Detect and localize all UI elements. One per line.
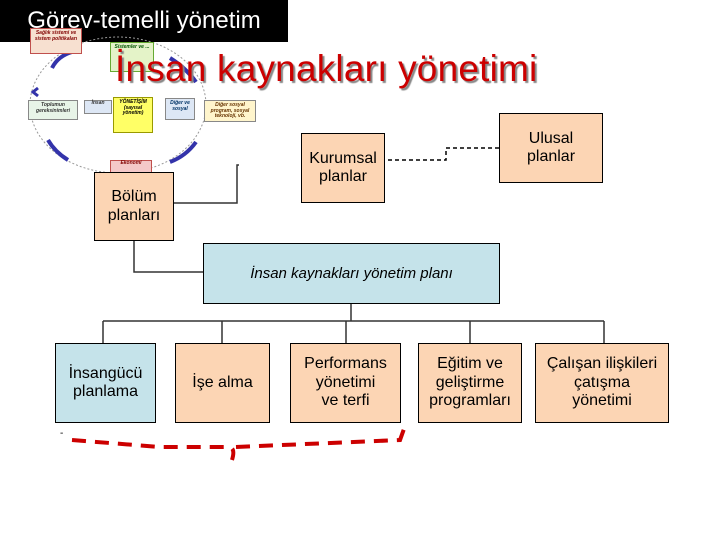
box-performans: Performans yönetimi ve terfi xyxy=(290,343,401,423)
svg-text:-: - xyxy=(60,428,63,439)
inset-node-community: Toplumun gereksinimleri xyxy=(28,100,78,120)
gorev-dashed-bracket xyxy=(72,426,405,460)
box-ise-alma: İşe alma xyxy=(175,343,270,423)
box-ik-yonetim-plani: İnsan kaynakları yönetim planı xyxy=(203,243,500,304)
inset-node-other-program: Diğer sosyal program, sosyal teknoloji, … xyxy=(204,100,256,122)
box-bolum-planlari: Bölüm planları xyxy=(94,172,174,241)
connector-kurumsal-bolum xyxy=(174,165,239,203)
box-egitim: Eğitim ve geliştirme programları xyxy=(418,343,522,423)
box-kurumsal-planlar: Kurumsal planlar xyxy=(301,133,385,203)
connector-ulusal-kurumsal xyxy=(385,148,499,160)
box-calisan-iliskileri: Çalışan ilişkileri çatışma yönetimi xyxy=(535,343,669,423)
box-ulusal-planlar: Ulusal planlar xyxy=(499,113,603,183)
connector-bolum-ikplan xyxy=(134,241,203,272)
inset-node-governance: YÖNETİŞİM (sayısal yönetim) xyxy=(113,97,153,133)
inset-node-human: İnsan xyxy=(84,100,112,114)
box-insangucu-planlama: İnsangücü planlama xyxy=(55,343,156,423)
inset-node-other: Diğer ve sosyal xyxy=(165,98,195,120)
page-title: İnsan kaynakları yönetimi xyxy=(115,48,537,90)
inset-node-health-policy: Sağlık sistemi ve sistem politikaları xyxy=(30,28,82,54)
